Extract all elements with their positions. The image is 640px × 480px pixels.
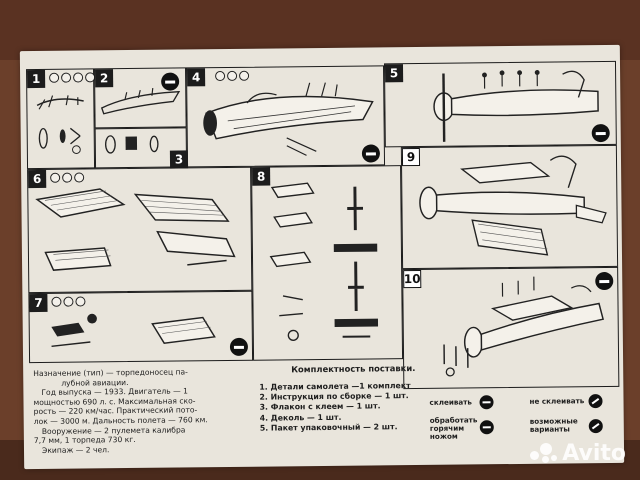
step-7-tail-drawing — [51, 313, 216, 348]
no-glue-legend-icon — [588, 394, 603, 409]
step-10-biplane-drawing — [443, 276, 605, 377]
step-3-drawing — [104, 135, 159, 154]
step-9-biplane-drawing — [419, 155, 607, 256]
legend-variants-line: варианты — [529, 424, 570, 434]
step-6-panel: 6 — [27, 166, 253, 294]
step-5-panel: 5 — [383, 60, 617, 148]
step-5-assembly-drawing — [433, 70, 599, 142]
aircraft-description: Назначение (тип) — торпедоносец па- лубн… — [33, 367, 208, 455]
step-3-panel: 3 — [94, 127, 189, 169]
step-1-panel: 1 — [26, 68, 96, 170]
legend-no-glue-label: не склеивать — [529, 396, 585, 406]
watermark-text: Avito — [562, 441, 626, 466]
watermark: Avito — [530, 441, 626, 466]
kit-contents-list: 1. Детали самолета —1 комплект 2. Инстру… — [259, 381, 411, 434]
instruction-sheet: 1 2 3 4 — [19, 44, 625, 470]
legend-glue-label: склеивать — [429, 397, 473, 407]
legend-paint-label: обработать горячим ножом — [429, 415, 478, 441]
hot-knife-legend-icon — [479, 420, 494, 435]
step-4-fuselage-drawing — [203, 82, 374, 156]
step-6-wings-drawing — [35, 188, 236, 271]
description-line: Назначение (тип) — торпедоносец па- — [33, 367, 188, 379]
step-4-panel: 4 — [186, 65, 386, 168]
legend-variants-label: возможные варианты — [529, 416, 578, 434]
description-line: Экипаж — 2 чел. — [41, 444, 110, 455]
variants-legend-icon — [588, 419, 603, 434]
legend-paint-line: ножом — [429, 431, 458, 441]
step-7-panel: 7 — [28, 290, 254, 364]
glue-legend-icon — [479, 395, 494, 410]
step-10-panel: 10 — [402, 266, 620, 390]
step-2-panel: 2 — [94, 67, 187, 129]
step-8-landing-gear-drawing — [269, 182, 379, 341]
step-8-panel: 8 — [251, 165, 404, 361]
kit-contents-title: Комплектность поставки. — [291, 363, 416, 375]
avito-dots-icon — [530, 442, 558, 465]
step-2-drawing — [100, 88, 181, 115]
step-1-drawing — [36, 95, 84, 154]
step-9-panel: 9 — [400, 144, 619, 270]
kit-item: 5. Пакет упаковочный — 2 шт. — [259, 422, 398, 433]
